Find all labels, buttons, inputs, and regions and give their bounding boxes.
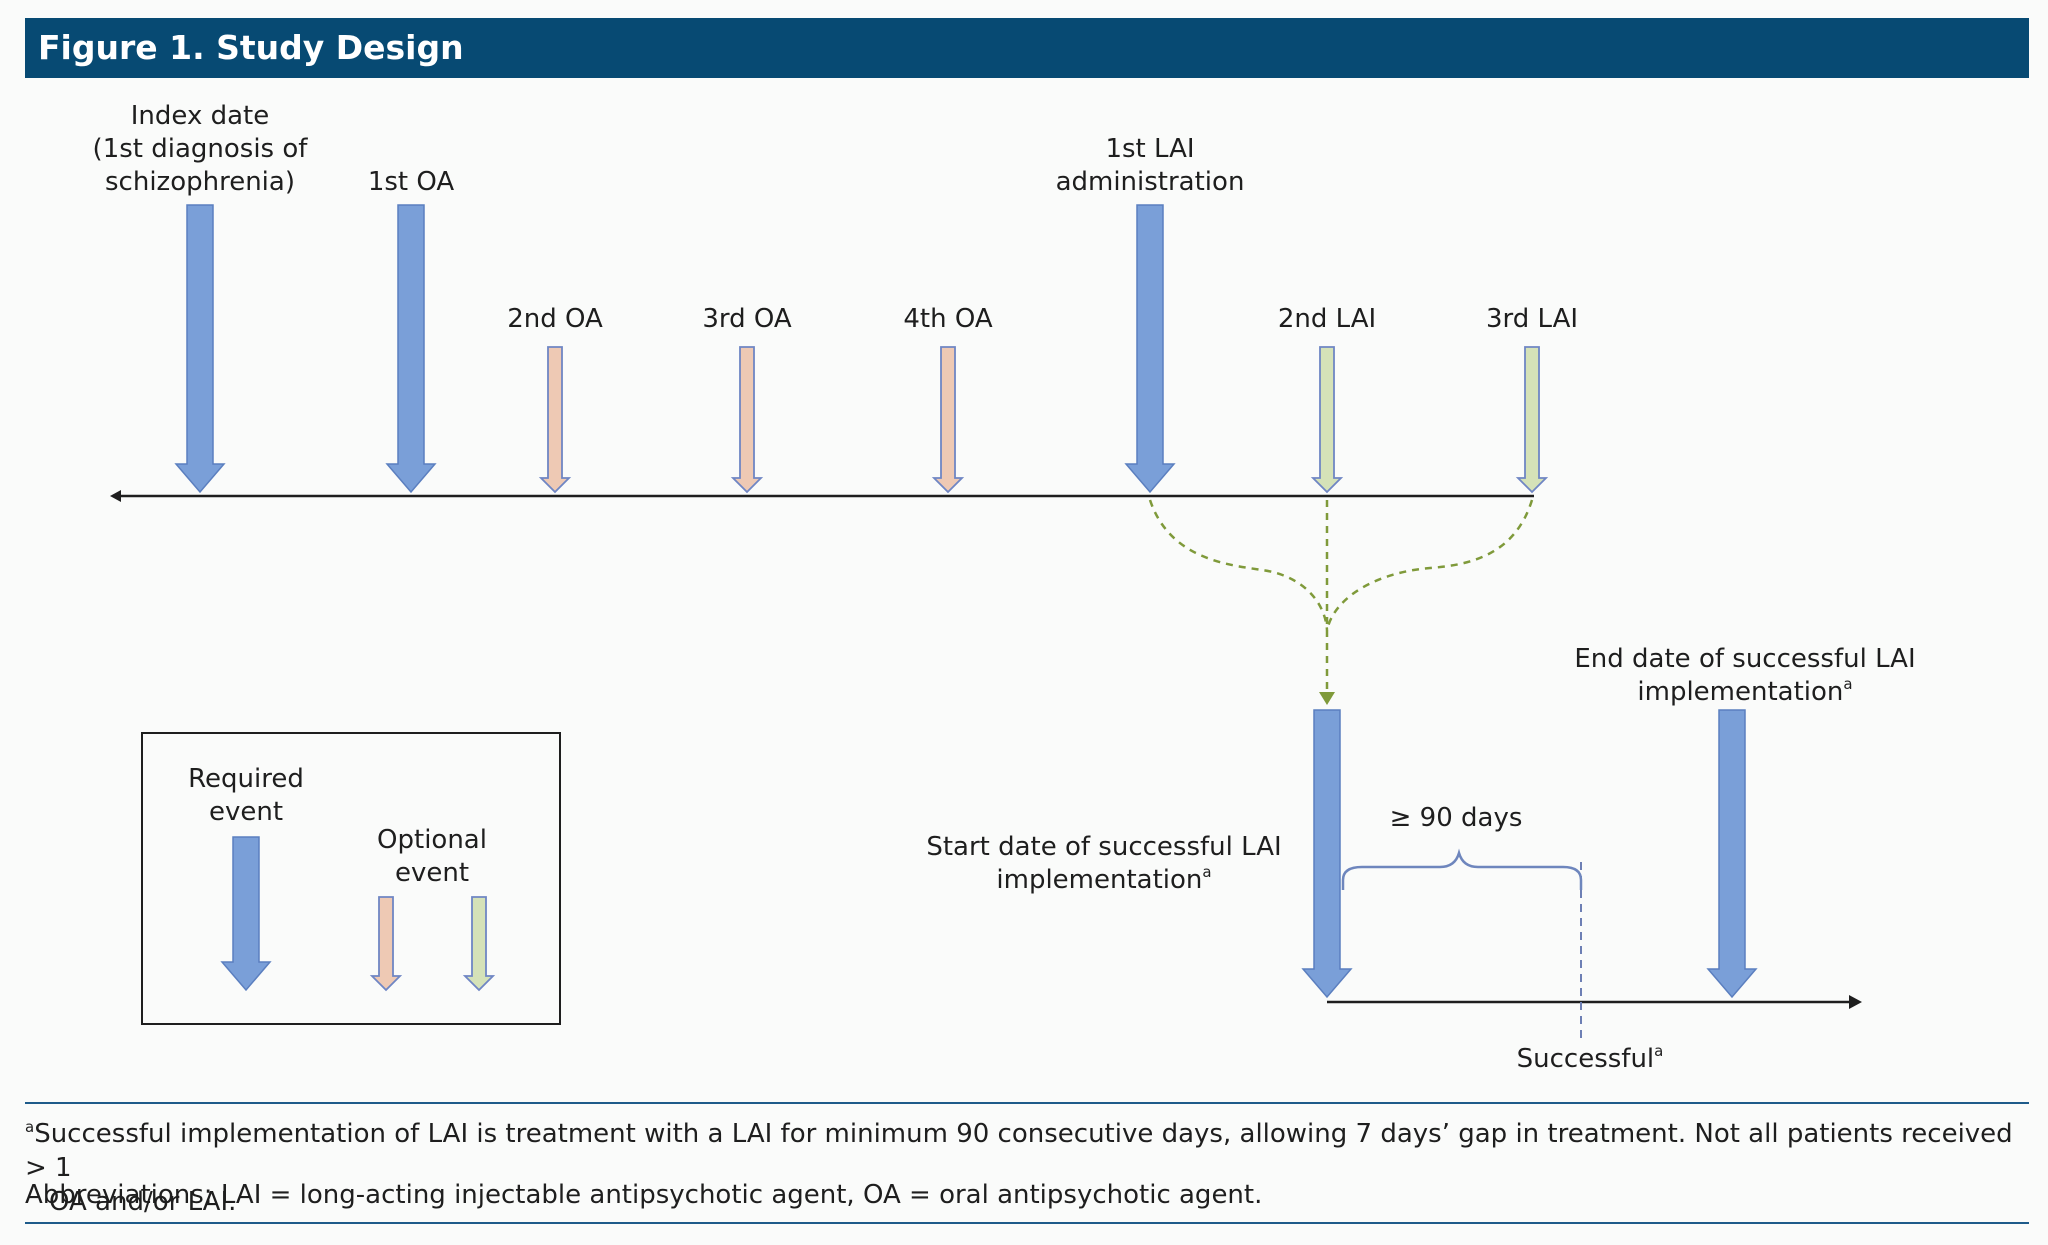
label-2nd-lai: 2nd LAI: [1278, 304, 1376, 334]
timeline-arrowhead: [110, 490, 121, 502]
lai-connectors: [1148, 499, 1534, 705]
arrow-2nd-oa: [538, 346, 572, 494]
footnote-a: aSuccessful implementation of LAI is tre…: [25, 1110, 2029, 1219]
duration-brace: [1341, 848, 1583, 890]
label-2nd-oa: 2nd OA: [507, 304, 603, 334]
arrow-3rd-lai: [1515, 346, 1549, 494]
label-1st-oa: 1st OA: [368, 167, 455, 197]
arrow-1st-lai: [1124, 204, 1176, 494]
figure-title: Figure 1. Study Design: [38, 28, 464, 67]
successful-label: Successfula: [1517, 1042, 1664, 1074]
arrow-4th-oa: [931, 346, 965, 494]
legend-optional-oa-arrow: [369, 896, 403, 992]
implementation-arrowhead: [1849, 995, 1862, 1009]
footnote-marker: a: [25, 1118, 35, 1136]
title-bar: Figure 1. Study Design: [25, 18, 2029, 78]
arrow-2nd-lai: [1310, 346, 1344, 494]
connector-arrowhead: [1319, 692, 1335, 705]
label-3rd-lai: 3rd LAI: [1486, 304, 1578, 334]
abbreviations-note: Abbreviations: LAI = long-acting injecta…: [25, 1180, 1263, 1210]
arrow-index-date: [174, 204, 226, 494]
label-3rd-oa: 3rd OA: [702, 304, 792, 334]
arrow-1st-oa: [385, 204, 437, 494]
arrow-end-implementation: [1706, 709, 1758, 999]
footnote-rule-bottom: [25, 1222, 2029, 1224]
footnote-line-1: Successful implementation of LAI is trea…: [25, 1119, 2013, 1183]
legend-box: [141, 732, 561, 1025]
footnote-rule-top: [25, 1102, 2029, 1104]
label-4th-oa: 4th OA: [903, 304, 992, 334]
legend-optional-lai-arrow: [462, 896, 496, 992]
connector-1st-lai: [1148, 499, 1329, 631]
arrow-start-implementation: [1301, 709, 1353, 999]
duration-label: ≥ 90 days: [1390, 803, 1523, 833]
connector-3rd-lai: [1325, 499, 1534, 631]
event-arrows: [174, 204, 1549, 494]
arrow-3rd-oa: [730, 346, 764, 494]
legend-required-arrow: [220, 836, 272, 992]
footnote-line-2: OA and/or LAI.: [49, 1187, 237, 1217]
